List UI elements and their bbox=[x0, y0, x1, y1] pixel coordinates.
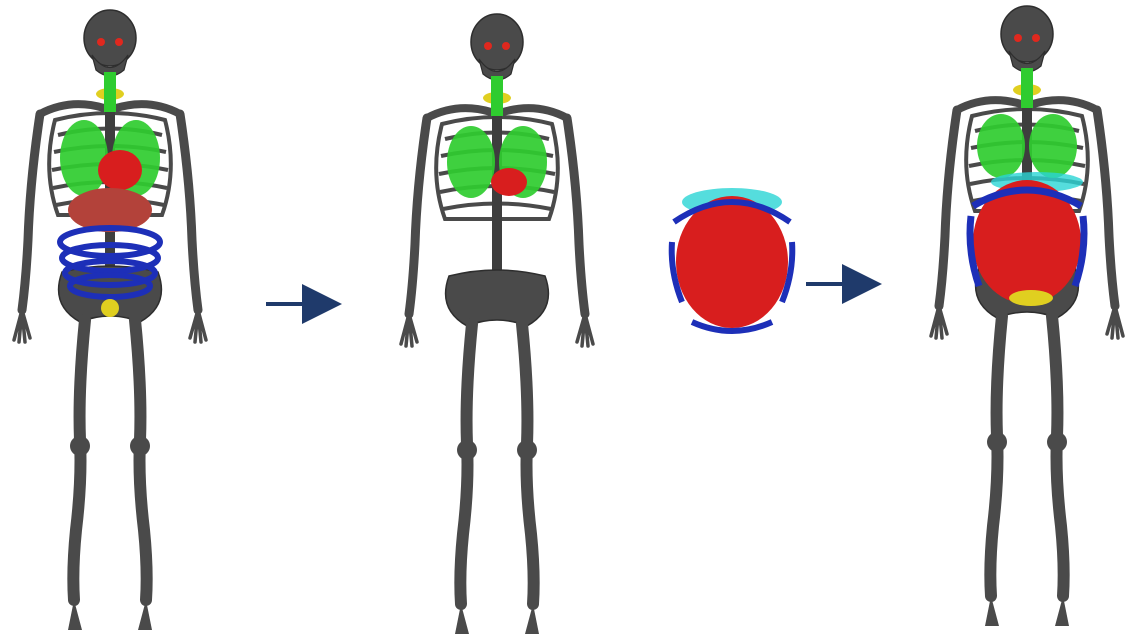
heart bbox=[98, 150, 142, 190]
bladder bbox=[1009, 290, 1053, 306]
lung-left bbox=[447, 126, 495, 198]
phantom-original bbox=[14, 10, 206, 630]
bladder bbox=[101, 299, 119, 317]
lung-right bbox=[1029, 114, 1077, 178]
lung-left bbox=[60, 120, 108, 196]
phantom-torso-removed bbox=[401, 14, 593, 634]
replacement-organ-block bbox=[672, 188, 793, 331]
lung-left bbox=[977, 114, 1025, 178]
phantom-modified bbox=[931, 6, 1123, 626]
heart bbox=[491, 168, 527, 196]
uterus bbox=[676, 196, 788, 328]
